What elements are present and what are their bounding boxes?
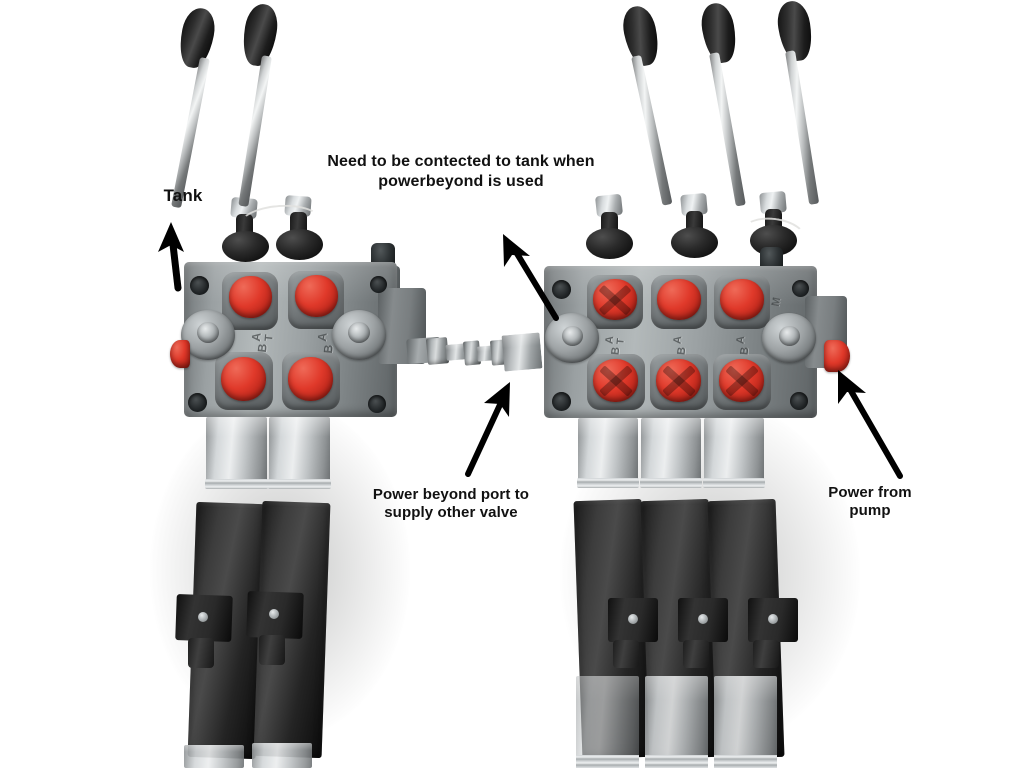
coil-connector-nipple-right-3 bbox=[753, 640, 779, 668]
arrow-power-from-pump bbox=[838, 370, 903, 479]
mount-hole-right-br bbox=[790, 392, 808, 410]
cast-mark-right-b3: B bbox=[738, 346, 752, 356]
lever-boot-l2 bbox=[276, 229, 323, 260]
coil-connector-screw-right-2 bbox=[698, 614, 708, 624]
annotation-power-beyond-line2: supply other valve bbox=[384, 504, 518, 522]
spool-housing-left-1 bbox=[206, 417, 267, 483]
mount-hole-left-tr bbox=[370, 276, 387, 293]
lever-boot-r1 bbox=[586, 228, 633, 259]
coil-connector-screw-left-1 bbox=[198, 612, 208, 622]
coil-connector-nipple-right-2 bbox=[683, 640, 709, 668]
mount-hole-right-tr bbox=[792, 280, 809, 297]
lever-boot-r2 bbox=[671, 227, 718, 258]
side-plug-bolt-right-east bbox=[779, 326, 800, 346]
port-cap-left-b2 bbox=[288, 357, 333, 401]
power-beyond-inlet-fitting bbox=[501, 332, 543, 372]
lever-boot-l1 bbox=[222, 231, 269, 262]
port-cap-left-a2 bbox=[295, 275, 338, 317]
annotation-tank: Tank bbox=[148, 186, 218, 207]
coil-tail-left-1 bbox=[184, 745, 244, 768]
lever-rod-r2 bbox=[709, 52, 746, 207]
lever-rod-r3 bbox=[785, 50, 820, 205]
port-cap-left-a1 bbox=[229, 276, 272, 318]
arrow-power-beyond bbox=[465, 382, 510, 477]
cast-mark-left-a: A bbox=[248, 331, 264, 343]
spool-housing-right-1 bbox=[578, 418, 638, 482]
mount-hole-left-bl bbox=[188, 393, 207, 412]
port-cap-left-b1 bbox=[221, 357, 266, 401]
cast-mark-left-t: T bbox=[263, 334, 276, 342]
cast-mark-left-b: B bbox=[254, 342, 270, 354]
cast-mark-right-t: T bbox=[615, 337, 627, 346]
annotation-power-beyond: Power beyond port to supply other valve bbox=[357, 486, 545, 523]
coil-connector-screw-right-3 bbox=[768, 614, 778, 624]
port-cap-right-a3 bbox=[720, 279, 764, 320]
annotation-power-from-pump-line1: Power from bbox=[828, 484, 912, 501]
coil-tail-right-3 bbox=[714, 755, 777, 768]
spool-rib-left-2 bbox=[268, 479, 331, 489]
coil-lower-block-right-2 bbox=[645, 676, 708, 760]
port-cap-right-b1 bbox=[593, 359, 638, 402]
cast-mark-right-a3: A bbox=[734, 335, 748, 345]
mount-hole-left-br bbox=[368, 395, 386, 413]
lever-knob-l1 bbox=[175, 5, 219, 71]
port-cap-left-edge bbox=[170, 340, 190, 368]
annotation-tank-connection-line2: powerbeyond is used bbox=[378, 172, 544, 190]
spool-housing-right-3 bbox=[704, 418, 764, 482]
spool-rib-right-1 bbox=[577, 478, 639, 488]
spool-rib-right-2 bbox=[640, 478, 702, 488]
annotation-power-from-pump-line2: pump bbox=[849, 502, 891, 520]
annotation-power-from-pump: Power from pump bbox=[806, 484, 934, 521]
lever-knob-l2 bbox=[239, 1, 281, 69]
mount-hole-left-tl bbox=[190, 276, 209, 295]
annotation-tank-connection: Need to be contected to tank when powerb… bbox=[313, 152, 609, 191]
arrow-tank bbox=[158, 222, 184, 292]
side-plug-bolt-left-west bbox=[197, 322, 219, 343]
port-cap-right-b2 bbox=[656, 359, 701, 402]
side-plug-bolt-left-east bbox=[348, 322, 370, 343]
coil-connector-nipple-left-1 bbox=[188, 638, 214, 668]
lever-rod-l2 bbox=[238, 55, 272, 207]
pump-supply-cap bbox=[824, 340, 850, 372]
coil-connector-screw-left-2 bbox=[269, 609, 279, 619]
coil-connector-screw-right-1 bbox=[628, 614, 638, 624]
mount-hole-right-bl bbox=[552, 392, 571, 411]
side-plug-bolt-right-west bbox=[562, 326, 583, 346]
spool-housing-left-2 bbox=[269, 417, 330, 483]
coil-tail-right-2 bbox=[645, 755, 708, 768]
cast-mark-left-a2: A bbox=[314, 331, 330, 343]
spool-rib-right-3 bbox=[703, 478, 765, 488]
cast-mark-left-b2: B bbox=[320, 343, 336, 355]
mount-hole-right-tl bbox=[552, 280, 571, 299]
spool-rib-left-1 bbox=[205, 479, 268, 489]
cast-mark-right-b2: B bbox=[675, 346, 689, 356]
coil-lower-block-right-1 bbox=[576, 676, 639, 760]
coil-connector-nipple-left-2 bbox=[259, 635, 285, 665]
port-cap-right-a2 bbox=[657, 279, 701, 320]
coil-tail-left-2 bbox=[252, 743, 312, 768]
cast-mark-right-a2: A bbox=[671, 335, 685, 345]
annotation-tank-text: Tank bbox=[163, 186, 203, 205]
spool-housing-right-2 bbox=[641, 418, 701, 482]
port-cap-right-b3 bbox=[719, 359, 764, 402]
annotation-tank-connection-line1: Need to be contected to tank when bbox=[327, 153, 595, 170]
coil-lower-block-right-3 bbox=[714, 676, 777, 760]
annotation-power-beyond-line1: Power beyond port to bbox=[372, 486, 530, 503]
coil-tail-right-1 bbox=[576, 755, 639, 768]
coil-connector-nipple-right-1 bbox=[613, 640, 639, 668]
cast-mark-right-b1: B bbox=[609, 346, 623, 356]
port-cap-right-a1 bbox=[593, 279, 637, 320]
lever-rod-r1 bbox=[631, 54, 673, 206]
